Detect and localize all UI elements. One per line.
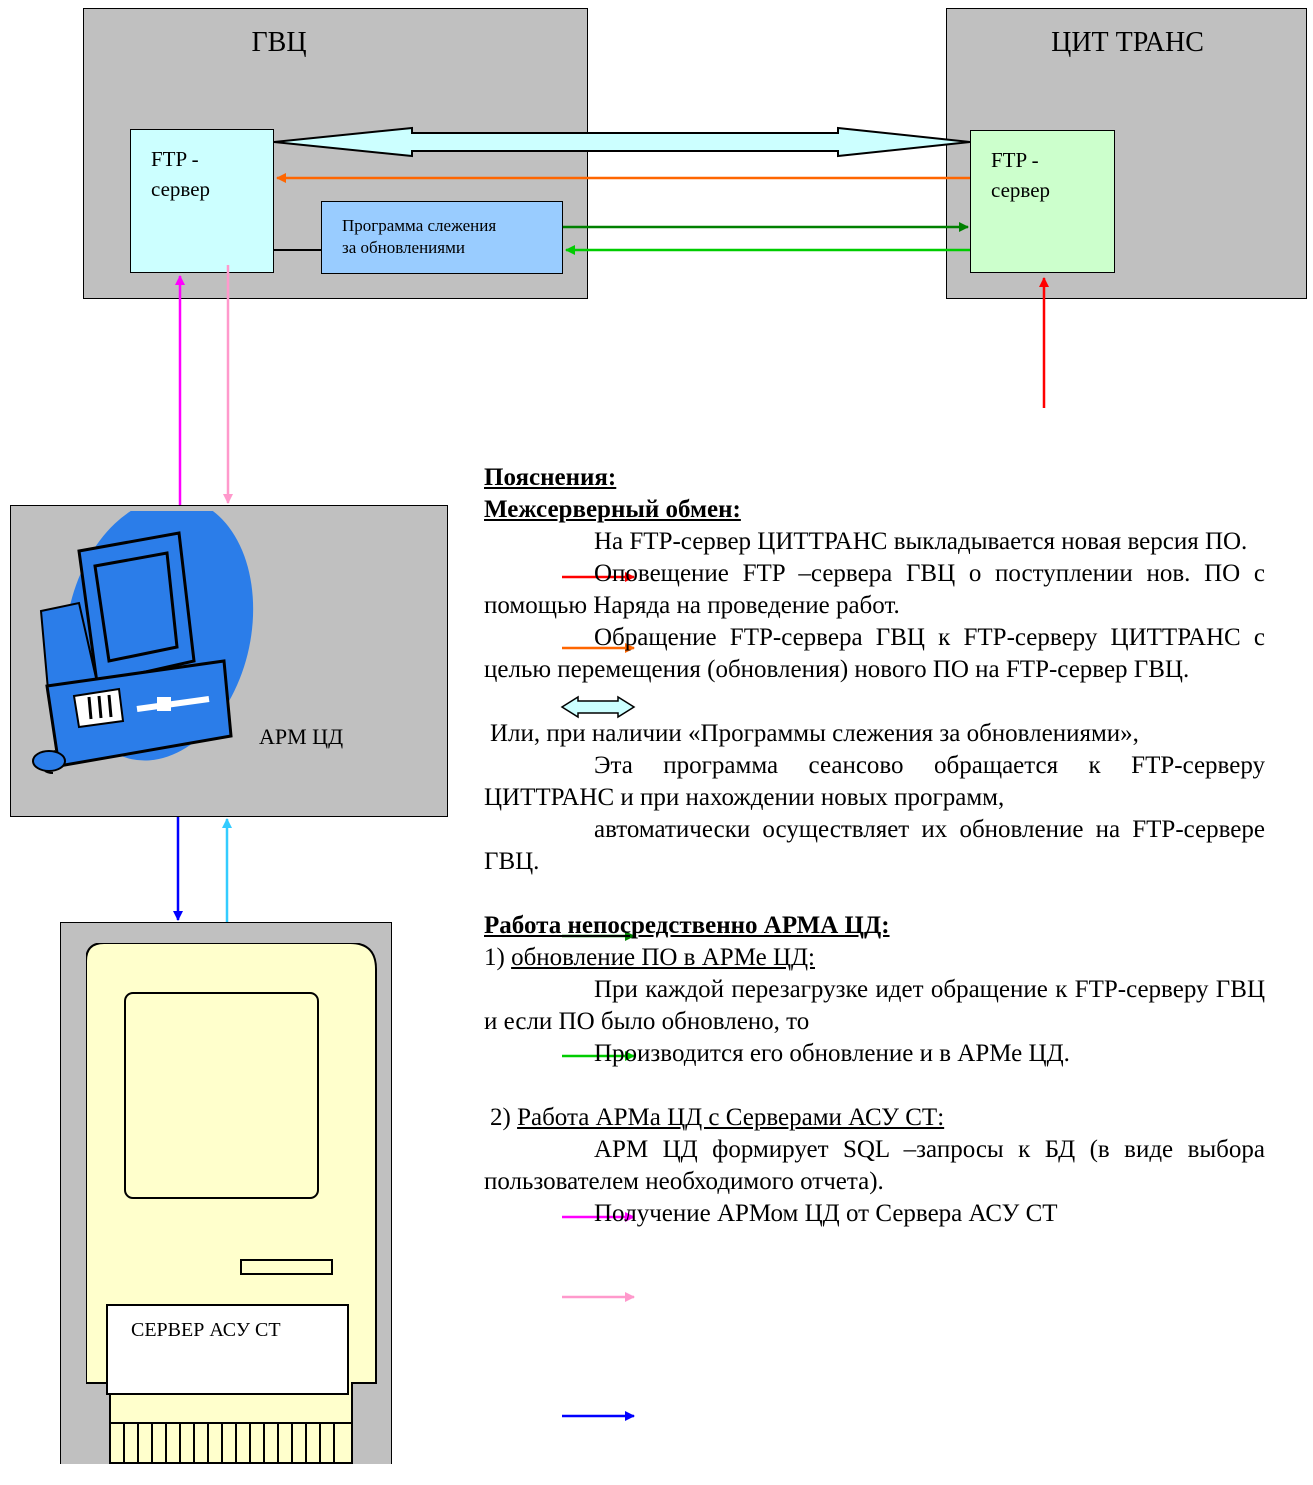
ftp-exchange-double-arrow <box>274 128 970 156</box>
arm-item-1-title: обновление ПО в АРМе ЦД: <box>511 944 815 971</box>
arm-item-2: 2) Работа АРМа ЦД с Серверами АСУ СТ: <box>484 1102 1265 1134</box>
legend-paragraph-alternative: Или, при наличии «Программы слежения за … <box>484 718 1265 750</box>
explanations-heading: Пояснения: <box>484 462 1265 494</box>
legend-paragraph-upload: На FTP-сервер ЦИТТРАНС выкладывается нов… <box>484 526 1265 558</box>
legend-paragraph-arm-update: Производится его обновление и в АРМе ЦД. <box>484 1038 1265 1070</box>
legend-paragraph-exchange: Обращение FTP-сервера ГВЦ к FTP-серверу … <box>484 622 1265 686</box>
arm-item-1: 1) обновление ПО в АРМе ЦД: <box>484 942 1265 974</box>
legend-paragraph-sql: АРМ ЦД формирует SQL –запросы к БД (в ви… <box>484 1134 1265 1198</box>
legend-paragraph-tracker-update: автоматически осуществляет их обновление… <box>484 814 1265 878</box>
arm-item-2-title: Работа АРМа ЦД с Серверами АСУ СТ: <box>517 1104 944 1131</box>
legend-paragraph-notify: Оповещение FTP –сервера ГВЦ о поступлени… <box>484 558 1265 622</box>
interserver-heading: Межсерверный обмен: <box>484 494 1265 526</box>
legend-paragraph-tracker-query: Эта программа сеансово обращается к FTP-… <box>484 750 1265 814</box>
arm-item-1-number: 1) <box>484 944 511 971</box>
arm-heading: Работа непосредственно АРМА ЦД: <box>484 910 1265 942</box>
arm-item-2-number: 2) <box>490 1104 517 1131</box>
legend-paragraph-reboot: При каждой перезагрузке идет обращение к… <box>484 974 1265 1038</box>
legend-text: Пояснения: Межсерверный обмен: На FTP-се… <box>484 462 1265 1230</box>
legend-paragraph-result: Получение АРМом ЦД от Сервера АСУ СТ <box>484 1198 1265 1230</box>
